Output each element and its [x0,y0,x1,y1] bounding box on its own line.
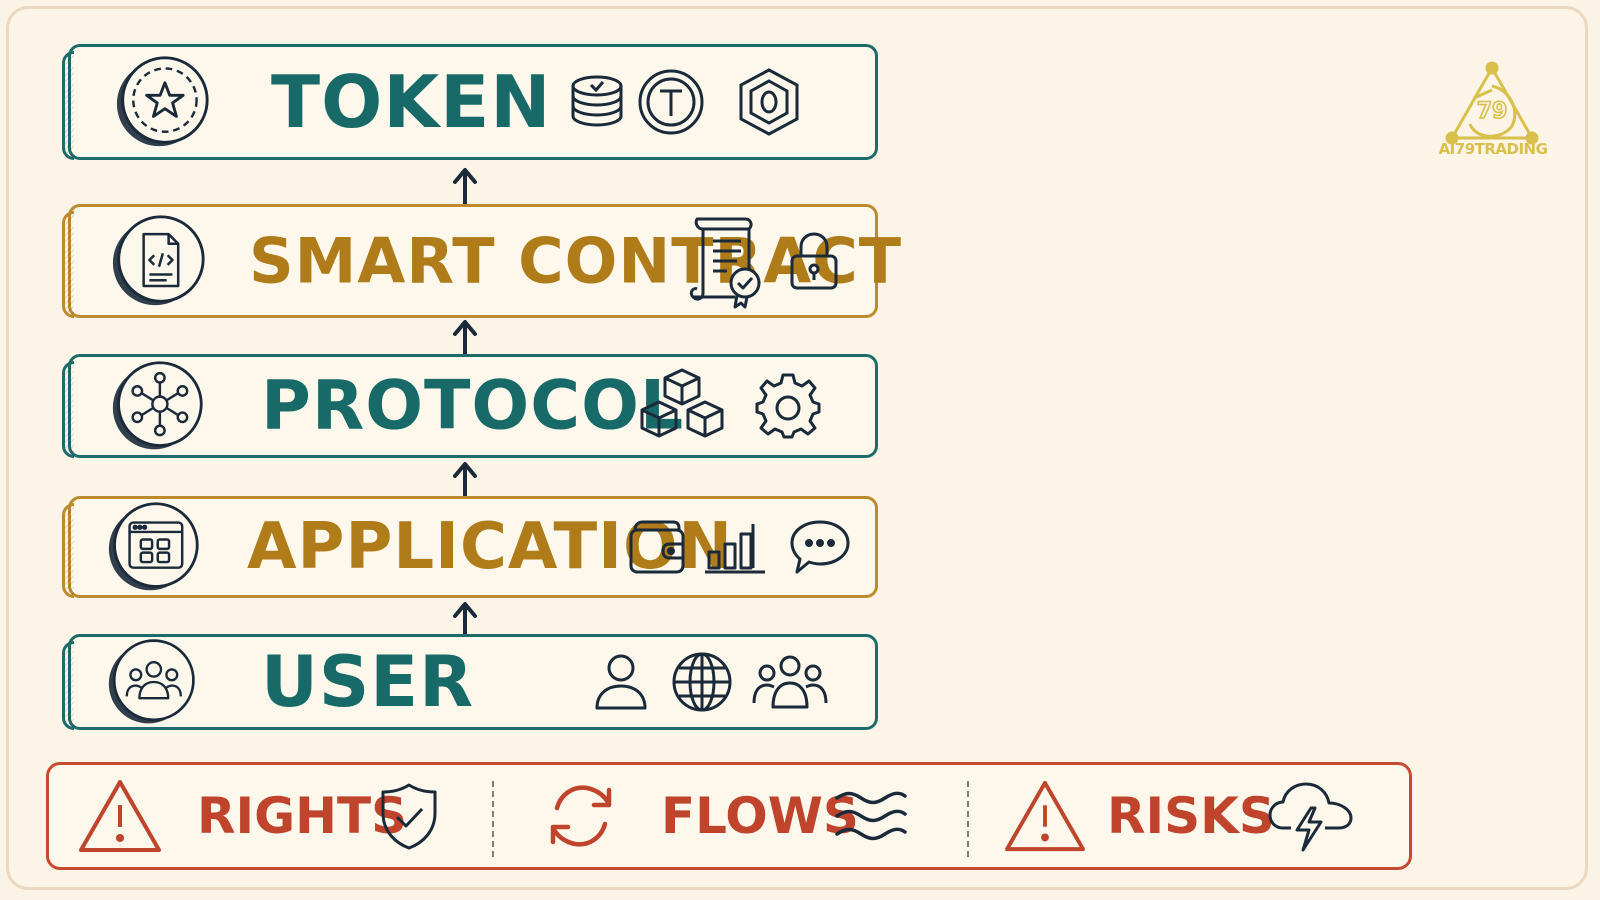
flows-label: FLOWS [661,787,859,845]
layer-protocol: PROTOCOL [62,354,878,458]
app-window-icon [108,502,199,591]
network-node-icon [112,361,203,450]
hexagon-coin-icon [739,68,799,136]
layer-token: TOKEN [62,44,878,160]
wallet-icon [629,520,685,574]
layer-token-label: TOKEN [271,60,552,144]
layer-application: APPLICATION [62,496,878,598]
code-document-icon [112,215,205,306]
globe-icon [672,652,732,712]
warning-triangle-icon [79,780,161,852]
arrow-up-icon [453,168,477,206]
ai79trading-logo: 79 [1445,61,1539,145]
refresh-cycle-icon [550,785,612,847]
lock-icon [790,232,838,290]
arrow-up-icon [453,320,477,358]
shield-check-icon [381,783,437,850]
storm-cloud-icon [1268,782,1353,852]
chat-bubble-icon [790,520,850,574]
blocks-icon [640,368,724,438]
certificate-scroll-icon [689,217,761,309]
layer-protocol-label: PROTOCOL [261,366,685,446]
gear-icon [755,373,821,439]
users-group-icon [108,639,195,724]
logo-text: AI79TRADING [1438,140,1548,158]
rights-label: RIGHTS [197,787,408,845]
warning-triangle-icon [1005,780,1085,852]
waves-icon [835,791,907,841]
arrow-up-icon [453,602,477,640]
star-coin-icon [116,56,209,147]
layer-smart-contract: SMART CONTRACT [62,204,901,318]
risks-label: RISKS [1107,787,1275,845]
person-icon [595,654,647,710]
layer-user-label: USER [261,641,474,723]
coin-stack-icon [571,75,623,127]
bar-divider [967,781,969,857]
arrow-up-icon [453,462,477,500]
layer-user: USER [62,634,878,730]
bar-divider [492,781,494,857]
team-icon [752,655,828,709]
token-t-icon [638,69,704,135]
logo-mark: 79 [1477,99,1508,124]
bar-chart-icon [705,524,765,574]
rights-flows-risks-bar: RIGHTS FLOWS RISKS [46,762,1412,870]
